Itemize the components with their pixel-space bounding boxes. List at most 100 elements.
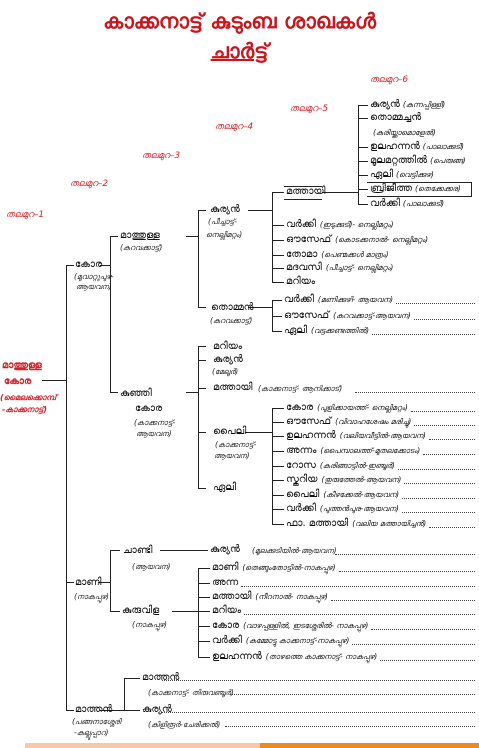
person-paily-note-2: ആയവന) (214, 451, 250, 460)
person-note: (താഴത്തെ കാക്കനാട്ട്- നാകപ്പുഴ) (265, 652, 378, 661)
list-item: തൊമ്മച്ചൻ (370, 112, 421, 124)
person-kora-note-2: ആയവന) (76, 282, 112, 291)
person-name: മത്തായി (212, 591, 252, 602)
person-name: കോര (286, 402, 314, 413)
person-name: പൈലി (286, 489, 320, 500)
generation-label-3: തലമുറ–3 (142, 151, 181, 161)
generation-label-2: തലമുറ–2 (70, 179, 109, 189)
dotted-line (352, 644, 475, 645)
list-item: ഏലി(വെട്ടിക്കുഴ) (370, 169, 434, 181)
list-item: വർക്കി(പുത്തൻപുര-ആയവന) (286, 503, 399, 515)
generation-label-4: തലമുറ–4 (215, 122, 254, 132)
list-item: ഉലഹന്നൻ(താഴത്തെ കാക്കനാട്ട്- നാകപ്പുഴ) (212, 651, 377, 663)
person-kurian3-note: (കിളിരൂർ-ചേരിക്കൽ) (148, 720, 221, 729)
person-note: (തെക്കേക്കര) (415, 184, 461, 193)
person-kurian4: കുര്യൻ (210, 544, 240, 555)
list-item: കുര്യൻ(കുന്നപ്പിള്ളി) (370, 99, 445, 111)
person-note: (പാലാക്കുടി) (402, 199, 445, 208)
person-kuruvila-note: (നാകപ്പുഴ) (132, 620, 167, 629)
dotted-line (372, 334, 475, 335)
list-item: പൈലി(കീഴക്കേൽ-ആയവന) (286, 489, 399, 501)
person-name: വർക്കി (286, 219, 316, 230)
person-note: (വിവാഹശേഷം മരിച്ചു) (335, 417, 412, 426)
person-kunji-kora: കോര (135, 403, 163, 414)
person-mathulla-note: (കുറവക്കാട്ട്) (120, 243, 163, 252)
list-item: തോമാ(പെണ്മക്കൾ മാത്രം) (286, 249, 389, 261)
person-kurian-note: (പീച്ചാട്ട്- (208, 217, 237, 226)
person-mathan2: മാത്തൻ (142, 672, 180, 683)
person-note: (കമ്മോട്ടു കാക്കനാട്ട്-നാകപ്പുഴ) (245, 636, 350, 645)
person-chandi-note: (ആയവന) (132, 562, 171, 571)
list-item: അന്ന (212, 577, 238, 589)
person-note: (മണിക്കുഴി- ആയവന) (317, 295, 394, 304)
person-thomman-note: (കുറവക്കാട്ട്) (210, 316, 253, 325)
person-name: ബ്രിജീത്ത (370, 183, 413, 194)
list-item: മത്തായി(നീറനാൽ- നാകപ്പുഴ) (212, 591, 328, 603)
person-note: (കുന്നപ്പിള്ളി) (402, 100, 446, 109)
list-item: സ്കറിയ(തുരുത്തേൽ-ആയവന) (286, 474, 401, 486)
person-name: വർക്കി (212, 635, 242, 646)
person-mathan-note: (പങ്ങനാശ്ശേരി (72, 717, 121, 726)
chart-title-line1: കാക്കനാട്ട് കുടുംബ ശാഖകൾ (103, 9, 376, 33)
generation-label-6: തലമുറ–6 (370, 75, 409, 85)
person-name: ഏലി (370, 169, 394, 180)
list-item: ഔസേഫ്(വിവാഹശേഷം മരിച്ചു) (286, 416, 411, 428)
dotted-line (241, 586, 475, 587)
person-kurian2: കുര്യൻ (213, 354, 243, 365)
person-mani-note: (നാകപ്പുഴ) (74, 592, 109, 601)
dotted-line (429, 439, 475, 440)
person-note: (പെരുങ്ങ) (430, 156, 466, 165)
person-name: ഫാ. മത്തായി (286, 518, 349, 529)
box-bottom (284, 199, 322, 200)
person-note: (കരിങ്ങാട്ടിൽ-ഇഞ്ചൂർ) (319, 461, 395, 470)
person-note: (വെട്ടിക്കുഴ) (396, 170, 434, 179)
person-note: (കൊടക്കനാൽ- നെല്ലിമറ്റം) (335, 235, 429, 244)
person-kurian: കുര്യൻ (210, 204, 240, 215)
dotted-line (162, 680, 475, 681)
dotted-line (404, 483, 475, 484)
person-kunjikora-note-2: ആയവന) (136, 429, 172, 438)
person-note: (തെങ്ങുംതോട്ടിൽ-നാകപ്പുഴ) (242, 563, 336, 572)
root-name: മാത്തുള്ള (2, 360, 42, 371)
person-mathan: മാത്തൻ (75, 704, 113, 715)
person-note: (വട്ടക്കണ്ടത്തിൽ) (311, 326, 369, 335)
list-item: വർക്കി(പാലാക്കുടി) (370, 198, 444, 210)
person-name: തോമാ (286, 249, 318, 260)
person-note: (കുറവക്കാട്ട്-ആയവന) (333, 311, 411, 320)
generation-label-1: തലമുറ–1 (6, 210, 45, 220)
list-item: മറിയം (212, 605, 241, 617)
person-name: ഔസേഫ് (286, 416, 332, 427)
list-item: അന്നം(പൈമ്പാലത്ത്-മുതലക്കോടം) (286, 445, 420, 457)
dotted-line (355, 392, 475, 393)
chart-title-line2: ചാർട്ട് (210, 39, 269, 63)
person-note: (പീച്ചാട്ട്- നെല്ലിമറ്റം) (325, 263, 394, 272)
list-item: മറിയം (286, 276, 315, 288)
dotted-line (339, 571, 475, 572)
dotted-line (398, 469, 475, 470)
person-name: ഉലഹന്നൻ (370, 141, 420, 152)
list-item: ഫാ. മത്തായി(വലിയ മത്തായിച്ചൻ) (286, 518, 426, 530)
person-name: മാണി (212, 562, 239, 573)
person-name: മൂലമറ്റത്തിൽ (370, 155, 428, 166)
list-item: ഔസേഫ്(കുറവക്കാട്ട്-ആയവന) (284, 310, 411, 322)
list-item: വർക്കി(കമ്മോട്ടു കാക്കനാട്ട്-നാകപ്പുഴ) (212, 635, 349, 647)
highlight-box (367, 182, 472, 197)
person-note: (പുളിക്കായത്ത്- നെല്ലിമറ്റം) (317, 403, 408, 412)
dotted-line (411, 411, 475, 412)
list-item: ഏലി(വട്ടക്കണ്ടത്തിൽ) (284, 325, 369, 337)
person-name: മറിയം (212, 605, 242, 616)
person-name: മറിയം (286, 276, 316, 287)
list-item: മാണി(തെങ്ങുംതോട്ടിൽ-നാകപ്പുഴ) (212, 562, 336, 574)
dotted-line (335, 554, 475, 555)
footer-bar-light (25, 743, 260, 748)
person-kurian2-note: (മേലൂർ) (212, 367, 239, 376)
dotted-line (402, 512, 475, 513)
person-kurian3: കുര്യൻ (142, 704, 172, 715)
person-kurian4-note: (മൂലക്കുടിയിൽ-ആയവന) (252, 546, 337, 555)
person-name: അന്ന (212, 577, 239, 588)
person-kora: കോര (75, 259, 103, 270)
dotted-line (396, 303, 475, 304)
person-note: (വലിയ മത്തായിച്ചൻ) (352, 519, 427, 528)
list-item: വർക്കി(മണിക്കുഴി- ആയവന) (284, 294, 393, 306)
person-kurian-note-2: നെല്ലിമറ്റം) (206, 230, 243, 239)
